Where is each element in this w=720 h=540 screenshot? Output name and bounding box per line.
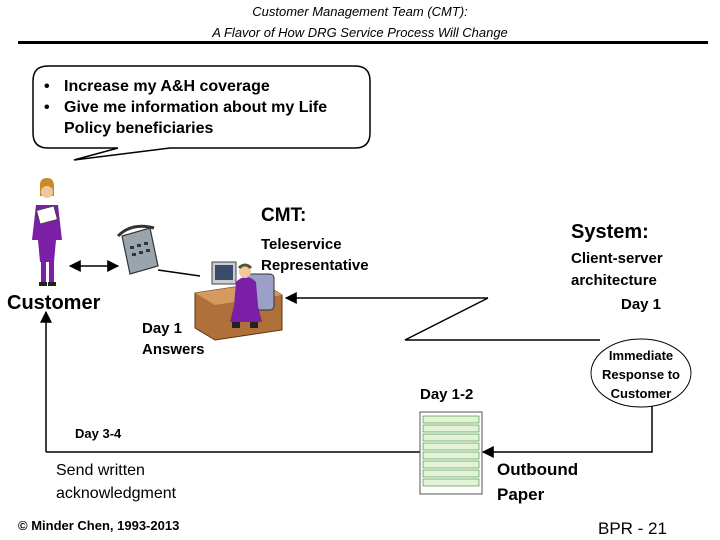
day1-system-label: Day 1 <box>621 296 662 313</box>
acknowledgment-line: Send written <box>56 462 145 479</box>
outbound-paper-icon <box>419 411 483 495</box>
immediate-line: Response to <box>601 367 680 382</box>
bullet: • <box>44 78 50 95</box>
title-rule <box>18 41 708 44</box>
acknowledgment-line: acknowledgment <box>56 485 177 502</box>
system-desc-line: Client-server <box>571 250 663 267</box>
immediate-line: Immediate <box>608 348 674 363</box>
outbound-paper-label: Outbound Paper <box>497 457 578 507</box>
day1-answers-line: Answers <box>142 341 205 358</box>
telephone-icon <box>116 224 159 275</box>
day1-answers-label: Day 1 Answers <box>142 318 205 360</box>
bullet: • <box>44 99 50 116</box>
outbound-line: Paper <box>497 485 545 504</box>
request-item-text: Increase my A&H coverage <box>64 78 270 95</box>
outbound-line: Outbound <box>497 460 579 479</box>
immediate-response-ellipse <box>590 338 692 408</box>
immediate-response-label: Immediate Response to Customer <box>591 346 691 403</box>
page-number: BPR - 21 <box>598 519 667 538</box>
copyright: © Minder Chen, 1993-2013 <box>18 518 180 533</box>
cmt-role-line: Teleservice <box>261 236 342 253</box>
request-item-text: Give me information about my Life Policy… <box>64 99 328 137</box>
system-label: System: <box>571 221 649 243</box>
immediate-line: Customer <box>610 386 672 401</box>
representative-workstation-icon <box>194 261 283 341</box>
system-desc-label: Client-server architecture <box>571 248 663 292</box>
day34-label: Day 3-4 <box>75 426 122 441</box>
customer-request-list: • Increase my A&H coverage • Give me infor… <box>44 76 364 139</box>
day12-label: Day 1-2 <box>420 386 474 403</box>
system-to-paper-line <box>481 400 653 458</box>
cmt-label: CMT: <box>261 205 307 226</box>
customer-label: Customer <box>7 292 101 314</box>
zigzag-line <box>404 297 600 341</box>
title-line-1: Customer Management Team (CMT): <box>252 4 468 19</box>
acknowledgment-label: Send written acknowledgment <box>56 459 176 505</box>
day1-answers-line: Day 1 <box>142 320 183 337</box>
phone-rep-line <box>157 269 201 277</box>
title-line-2: A Flavor of How DRG Service Process Will… <box>212 25 508 40</box>
customer-person-icon <box>32 178 62 286</box>
system-desc-line: architecture <box>571 272 657 289</box>
request-item: • Increase my A&H coverage <box>44 76 364 97</box>
cmt-role-label: Teleservice Representative <box>261 234 369 276</box>
speech-bubble <box>32 65 371 161</box>
request-item: • Give me information about my Life Polic… <box>44 97 364 139</box>
cmt-role-line: Representative <box>261 257 369 274</box>
